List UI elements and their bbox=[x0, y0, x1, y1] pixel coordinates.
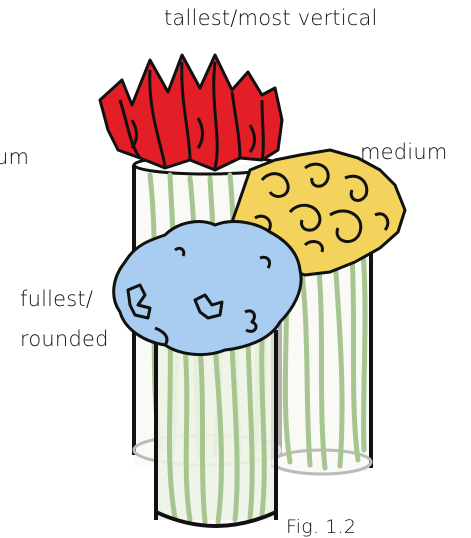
cropped-medium-label: um bbox=[0, 145, 29, 169]
fullest-label-line1: fullest/ bbox=[20, 287, 93, 311]
short-vase bbox=[156, 330, 276, 526]
tallest-label: tallest/most vertical bbox=[164, 6, 378, 30]
tulip-bouquet-icon bbox=[100, 55, 282, 170]
fullest-label-line2: rounded bbox=[20, 327, 109, 351]
medium-label: medium bbox=[360, 140, 448, 164]
